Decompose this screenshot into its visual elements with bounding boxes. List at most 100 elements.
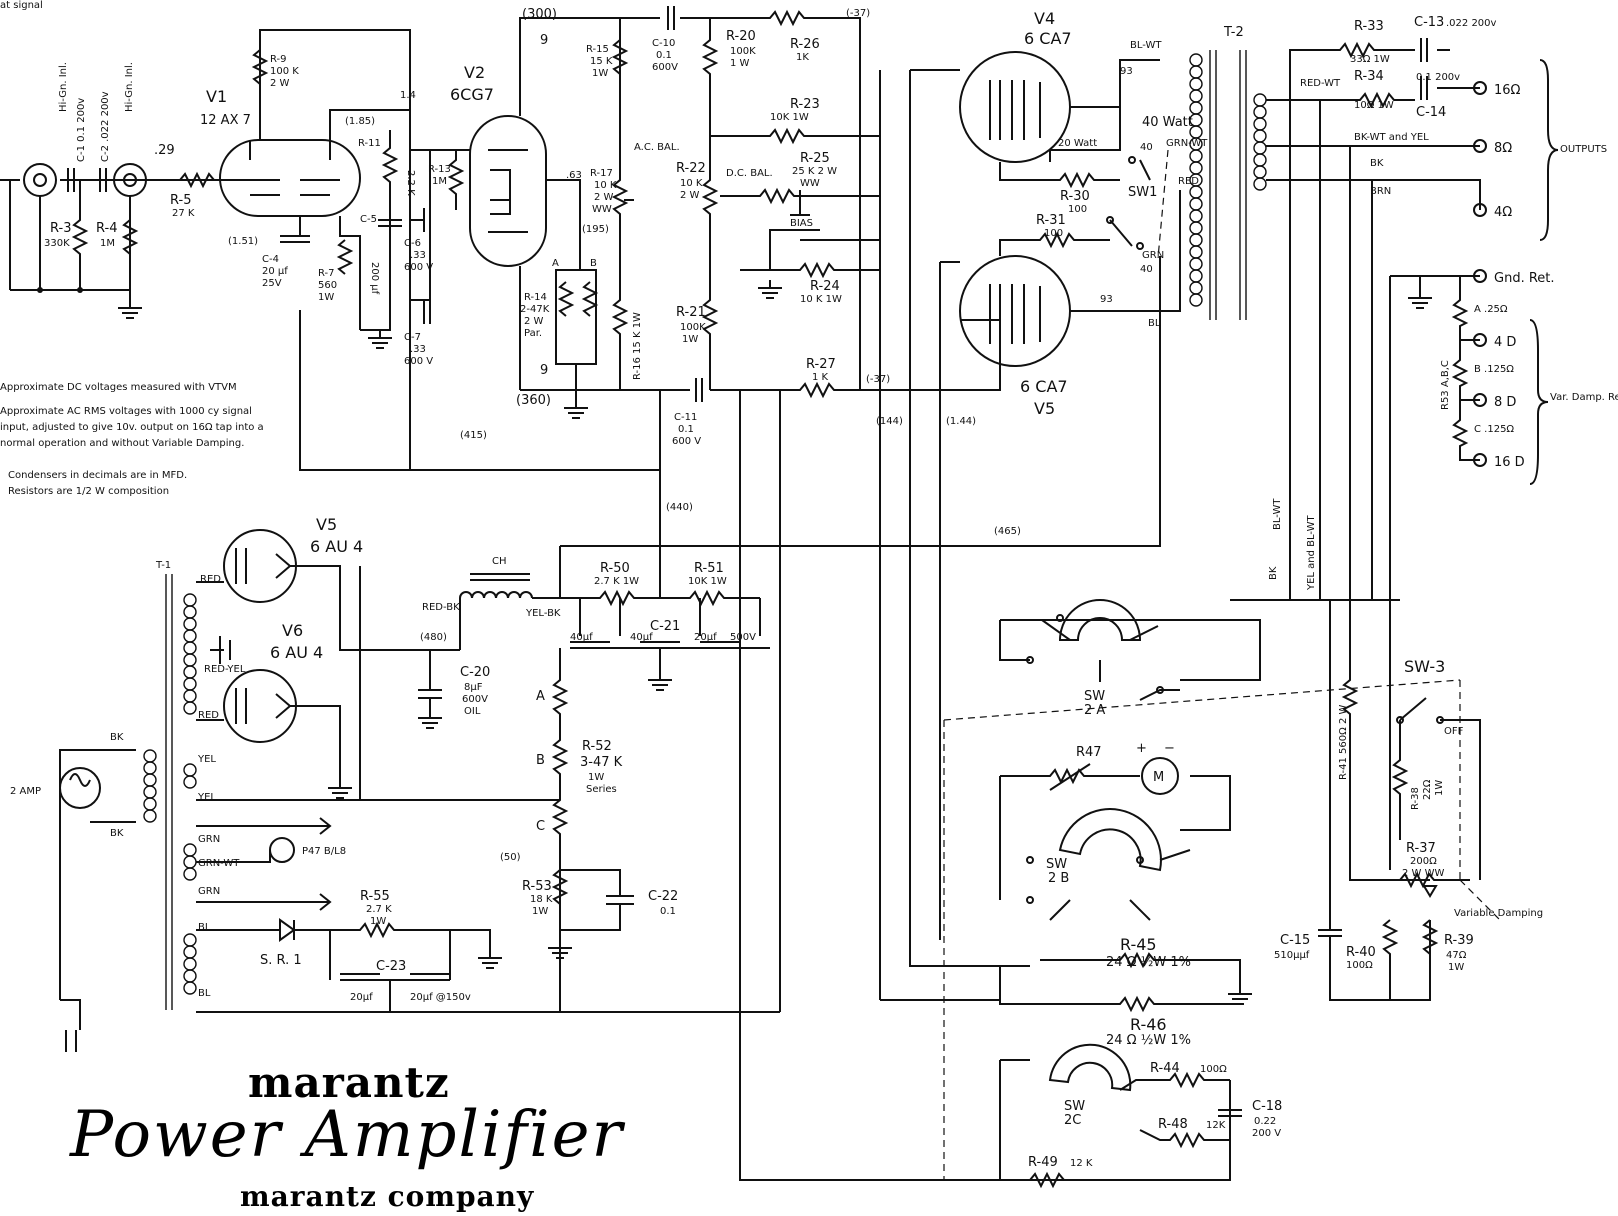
v465: (465) xyxy=(994,526,1021,537)
v63: .63 xyxy=(566,170,582,181)
v5out-ref: V5 xyxy=(1034,399,1055,418)
c14-label: C-14 xyxy=(1416,105,1446,120)
note-4: normal operation and without Variable Da… xyxy=(0,438,244,449)
out-16-terminal[interactable]: 16Ω xyxy=(1494,83,1521,98)
r46-label: R-46 xyxy=(1130,1015,1167,1034)
sw3-label[interactable]: SW-3 xyxy=(1404,657,1445,676)
v14: 1.4 xyxy=(400,90,416,101)
c21-volt: 500V xyxy=(730,632,756,643)
c13-value: .022 200v xyxy=(1446,18,1497,29)
c7-value: .33 xyxy=(410,344,426,355)
r21-watt: 1W xyxy=(682,334,698,345)
v151: (1.51) xyxy=(228,236,258,247)
r48-label: R-48 xyxy=(1158,1117,1188,1132)
redwt-label: RED-WT xyxy=(1300,78,1341,89)
brand-title: Power Amplifier xyxy=(70,1098,625,1172)
r34-value: 10Ω 1W xyxy=(1354,100,1394,111)
out-4-terminal[interactable]: 4Ω xyxy=(1494,205,1512,220)
w40: 40 Watt xyxy=(1142,115,1193,130)
d8-terminal[interactable]: 8 D xyxy=(1494,395,1516,410)
r11-value: 2.2 K xyxy=(405,170,416,196)
r37-watt: 2 W WW xyxy=(1402,868,1444,879)
r9-watt: 2 W xyxy=(270,78,290,89)
r9-value: 100 K xyxy=(270,66,299,77)
c10-volt: 600V xyxy=(652,62,678,73)
var-damp-label: Variable Damping xyxy=(1454,908,1543,919)
v415: (415) xyxy=(460,430,487,441)
c7-volt: 600 V xyxy=(404,356,433,367)
t1-red2-label: RED xyxy=(198,710,219,721)
v9a: 9 xyxy=(540,33,548,48)
r26-label: R-26 xyxy=(790,37,820,52)
r49-label: R-49 xyxy=(1028,1155,1058,1170)
vm37a: (-37) xyxy=(846,8,870,19)
r51-label: R-51 xyxy=(694,561,724,576)
r50-value: 2.7 K 1W xyxy=(594,576,639,587)
r41-label: R-41 560Ω 2 W xyxy=(1338,704,1349,780)
v144a: (144) xyxy=(876,416,903,427)
grnwt-label: GRN-WT xyxy=(1166,138,1208,149)
r14-label: R-14 xyxy=(524,292,547,303)
t2-label: T-2 xyxy=(1223,25,1244,40)
off-label: OFF xyxy=(1444,726,1464,737)
d16-terminal[interactable]: 16 D xyxy=(1494,455,1525,470)
c21-a: 40µf xyxy=(570,632,593,643)
v9b: 9 xyxy=(540,363,548,378)
c10-value: 0.1 xyxy=(656,50,672,61)
t1-bl-label: BL xyxy=(198,922,211,933)
c6-value: .33 xyxy=(410,250,426,261)
outputs-label: OUTPUTS xyxy=(1560,144,1607,155)
out-8-terminal[interactable]: 8Ω xyxy=(1494,141,1512,156)
r20-label: R-20 xyxy=(726,29,756,44)
note-5: Condensers in decimals are in MFD. xyxy=(8,470,187,481)
r31-label: R-31 xyxy=(1036,213,1066,228)
r5-value: 27 K xyxy=(172,208,195,219)
r14-b: B xyxy=(590,258,597,269)
r45-label: R-45 xyxy=(1120,935,1157,954)
r37-label: R-37 xyxy=(1406,841,1436,856)
r45-value: 24 Ω ½W 1% xyxy=(1106,955,1191,970)
fuse-label: 2 AMP xyxy=(10,786,41,797)
c23-b: 20µf @150v xyxy=(410,992,471,1003)
r30-label: R-30 xyxy=(1060,189,1090,204)
r20-value: 100K xyxy=(730,46,756,57)
r17-label: R-17 xyxy=(590,168,613,179)
c15-value: 510µµf xyxy=(1274,950,1310,961)
c6-volt: 600 V xyxy=(404,262,433,273)
c21-b: 40µf xyxy=(630,632,653,643)
brand-company: marantz company xyxy=(240,1180,535,1213)
c11-label: C-11 xyxy=(674,412,697,423)
v440: (440) xyxy=(666,502,693,513)
r49-value: 12 K xyxy=(1070,1158,1093,1169)
r52-label: R-52 xyxy=(582,739,612,754)
sw2c-pos: 2C xyxy=(1064,1113,1081,1128)
c20-value: 8µF xyxy=(464,682,483,693)
bk-label: BK xyxy=(1370,158,1384,169)
r24-label: R-24 xyxy=(810,279,840,294)
var-damp-returns-label: Var. Damp. Returns xyxy=(1550,392,1618,403)
brn-label: BRN xyxy=(1370,186,1391,197)
c18-volt: 200 V xyxy=(1252,1128,1281,1139)
ac-bal-label: A.C. BAL. xyxy=(634,142,680,153)
t1-yel2-label: YEL xyxy=(197,792,216,803)
r21-value: 100K xyxy=(680,322,706,333)
r15-value: 15 K xyxy=(590,56,613,67)
d4-terminal[interactable]: 4 D xyxy=(1494,335,1516,350)
note-2: Approximate AC RMS voltages with 1000 cy… xyxy=(0,406,252,417)
v40b: 40 xyxy=(1140,264,1153,275)
gnd-ret-terminal[interactable]: Gnd. Ret. xyxy=(1494,271,1555,286)
c4-value: 20 µf xyxy=(262,266,288,277)
v4-ref: V4 xyxy=(1034,9,1055,28)
r17-value: 10 K xyxy=(594,180,617,191)
v480: (480) xyxy=(420,632,447,643)
c18-value: 0.22 xyxy=(1254,1116,1276,1127)
sw1-label: SW1 xyxy=(1128,185,1157,200)
r39-watt: 1W xyxy=(1448,962,1464,973)
r17-ww: WW xyxy=(592,204,612,215)
ra-label: A .25Ω xyxy=(1474,304,1508,315)
r52-watt: 1W xyxy=(588,772,604,783)
c13-label: C-13 xyxy=(1414,15,1444,30)
vm37b: (-37) xyxy=(866,374,890,385)
r53-watt: 1W xyxy=(532,906,548,917)
v40a: 40 xyxy=(1140,142,1153,153)
